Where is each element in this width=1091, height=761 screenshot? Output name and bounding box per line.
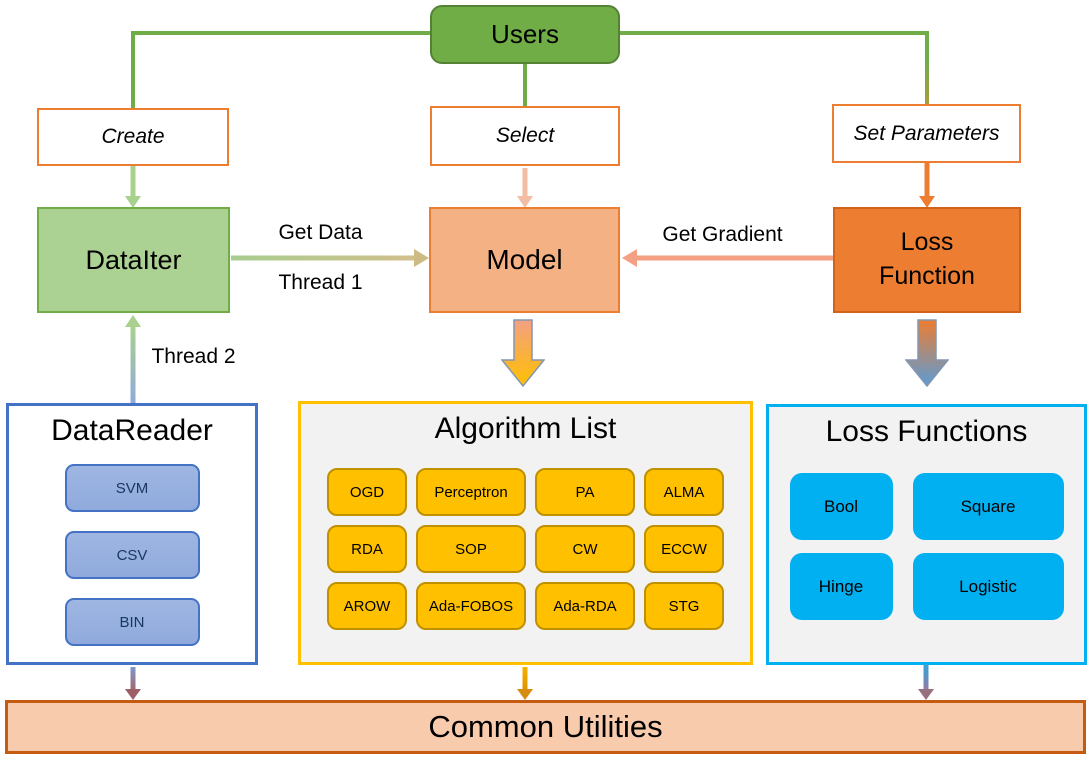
algorithm-item-alma: ALMA	[644, 468, 724, 516]
loss-function-label: Loss Function	[879, 228, 975, 290]
algorithm-item-sop: SOP	[416, 525, 526, 573]
dataiter-label: DataIter	[85, 244, 182, 275]
loss-functions-title: Loss Functions	[825, 415, 1028, 448]
arrow-setparameters-to-lossfunction	[917, 162, 937, 208]
datareader-title: DataReader	[51, 414, 213, 447]
model-node: Model	[429, 207, 620, 313]
select-label: Select	[495, 124, 555, 147]
users-label: Users	[491, 19, 559, 49]
arrow-datareader-to-dataiter	[123, 315, 143, 405]
create-label: Create	[101, 125, 165, 148]
datareader-list: SVM CSV BIN	[9, 464, 255, 646]
arrow-create-to-dataiter	[123, 166, 143, 208]
algorithm-item-stg: STG	[644, 582, 724, 630]
loss-functions-panel: Loss Functions Bool Square Hinge Logisti…	[766, 404, 1087, 665]
algorithm-grid: OGD Perceptron PA ALMA RDA SOP CW ECCW A…	[301, 468, 750, 630]
get-data-label: Get Data	[278, 221, 363, 244]
algorithm-item-rda: RDA	[327, 525, 407, 573]
arrow-loss-functions-to-common-utilities	[916, 664, 936, 700]
block-arrow-model-to-algorithm-list	[501, 319, 545, 387]
model-label: Model	[486, 244, 563, 275]
arrow-lossfunction-to-model	[622, 249, 833, 267]
arrow-select-to-model	[515, 168, 535, 208]
algorithm-item-eccw: ECCW	[644, 525, 724, 573]
datareader-item-svm: SVM	[64, 464, 200, 512]
block-arrow-lossfunction-to-loss-functions	[905, 319, 949, 387]
connector-users-center-vertical	[523, 62, 527, 107]
create-action-box: Create	[37, 108, 229, 166]
common-utilities-bar: Common Utilities	[5, 700, 1086, 754]
thread-1-label: Thread 1	[278, 271, 363, 294]
algorithm-item-ada-fobos: Ada-FOBOS	[416, 582, 526, 630]
datareader-item-csv: CSV	[64, 531, 200, 579]
dataiter-node: DataIter	[37, 207, 230, 313]
users-node: Users	[430, 5, 620, 64]
loss-function-node: Loss Function	[833, 207, 1021, 313]
algorithm-item-cw: CW	[535, 525, 635, 573]
get-gradient-label: Get Gradient	[662, 223, 783, 246]
common-utilities-label: Common Utilities	[428, 709, 663, 744]
loss-item-hinge: Hinge	[789, 553, 893, 620]
arrow-algorithm-list-to-common-utilities	[515, 667, 535, 700]
set-parameters-action-box: Set Parameters	[832, 104, 1021, 163]
datareader-panel: DataReader SVM CSV BIN	[6, 403, 258, 665]
connector-users-right-vertical	[925, 31, 929, 105]
connector-users-left-vertical	[131, 31, 135, 109]
algorithm-item-ogd: OGD	[327, 468, 407, 516]
loss-item-square: Square	[912, 473, 1064, 540]
datareader-item-bin: BIN	[64, 598, 200, 646]
loss-item-logistic: Logistic	[912, 553, 1064, 620]
connector-users-right-horizontal	[618, 31, 929, 35]
thread-2-label: Thread 2	[151, 345, 236, 368]
set-parameters-label: Set Parameters	[853, 121, 1000, 145]
loss-item-bool: Bool	[789, 473, 893, 540]
connector-users-left-horizontal	[131, 31, 432, 35]
algorithm-list-panel: Algorithm List OGD Perceptron PA ALMA RD…	[298, 401, 753, 665]
algorithm-list-title: Algorithm List	[434, 412, 617, 445]
arrow-dataiter-to-model	[231, 249, 429, 267]
loss-functions-grid: Bool Square Hinge Logistic	[769, 473, 1084, 620]
algorithm-item-perceptron: Perceptron	[416, 468, 526, 516]
select-action-box: Select	[430, 106, 620, 166]
algorithm-item-pa: PA	[535, 468, 635, 516]
arrow-datareader-to-common-utilities	[123, 667, 143, 700]
algorithm-item-ada-rda: Ada-RDA	[535, 582, 635, 630]
algorithm-item-arow: AROW	[327, 582, 407, 630]
